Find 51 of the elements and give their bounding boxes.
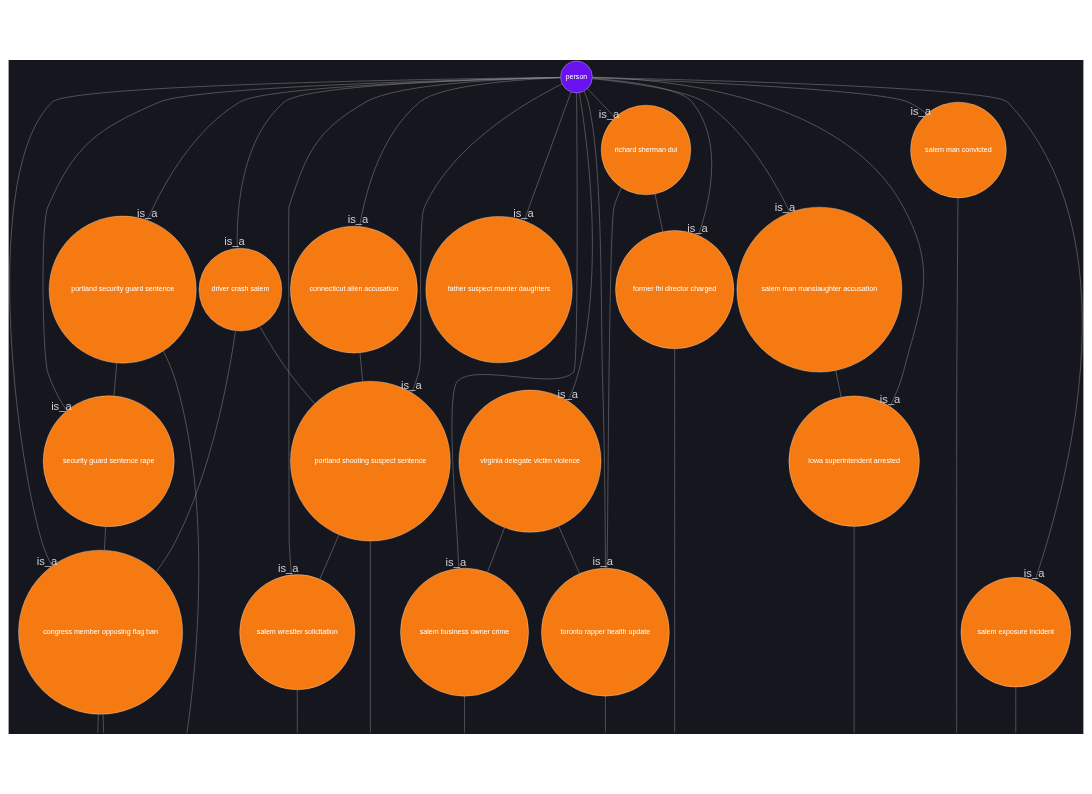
connector bbox=[359, 352, 363, 382]
connector bbox=[451, 92, 578, 569]
connector bbox=[583, 90, 606, 569]
connector bbox=[592, 77, 1083, 581]
connector bbox=[97, 713, 99, 733]
connector bbox=[155, 330, 236, 573]
connector bbox=[654, 193, 663, 232]
connector bbox=[523, 91, 572, 222]
connector bbox=[104, 526, 106, 551]
connector bbox=[370, 540, 371, 733]
connector bbox=[592, 78, 791, 213]
edge-label: is_a bbox=[401, 379, 422, 392]
connector bbox=[113, 362, 117, 397]
connector bbox=[288, 77, 561, 576]
edge-label: is_a bbox=[598, 107, 620, 120]
connector bbox=[319, 534, 340, 580]
connector bbox=[956, 197, 959, 733]
edge-label: is_a bbox=[592, 555, 613, 568]
edge-label: is_a bbox=[36, 555, 58, 568]
connector bbox=[411, 83, 563, 393]
connector bbox=[102, 713, 104, 733]
connector bbox=[42, 77, 561, 411]
connector bbox=[487, 527, 505, 573]
connector bbox=[163, 350, 200, 733]
connector bbox=[674, 348, 675, 733]
edge-label: is_a bbox=[557, 387, 579, 400]
connector bbox=[605, 695, 606, 733]
edge-label: is_a bbox=[278, 562, 299, 575]
edge-label: is_a bbox=[445, 555, 467, 568]
connector bbox=[297, 689, 298, 733]
connector bbox=[592, 78, 712, 236]
connector bbox=[587, 88, 616, 118]
connector bbox=[853, 526, 855, 733]
connector bbox=[592, 77, 928, 115]
connector bbox=[835, 370, 842, 398]
connector bbox=[1015, 686, 1017, 733]
edge-label: is_a bbox=[1023, 567, 1045, 580]
connector bbox=[259, 326, 315, 405]
connector bbox=[236, 77, 561, 249]
connector bbox=[359, 77, 561, 227]
edge-label: is_a bbox=[347, 213, 369, 226]
connector bbox=[9, 77, 561, 567]
edge-label: is_a bbox=[224, 235, 245, 248]
connector bbox=[464, 696, 465, 733]
connector bbox=[567, 92, 593, 402]
edge-label: is_a bbox=[51, 400, 72, 413]
connector bbox=[606, 187, 622, 569]
connector bbox=[592, 76, 924, 407]
edge-label: is_a bbox=[879, 392, 901, 405]
connector bbox=[558, 526, 580, 574]
edge-label: is_a bbox=[910, 105, 931, 118]
